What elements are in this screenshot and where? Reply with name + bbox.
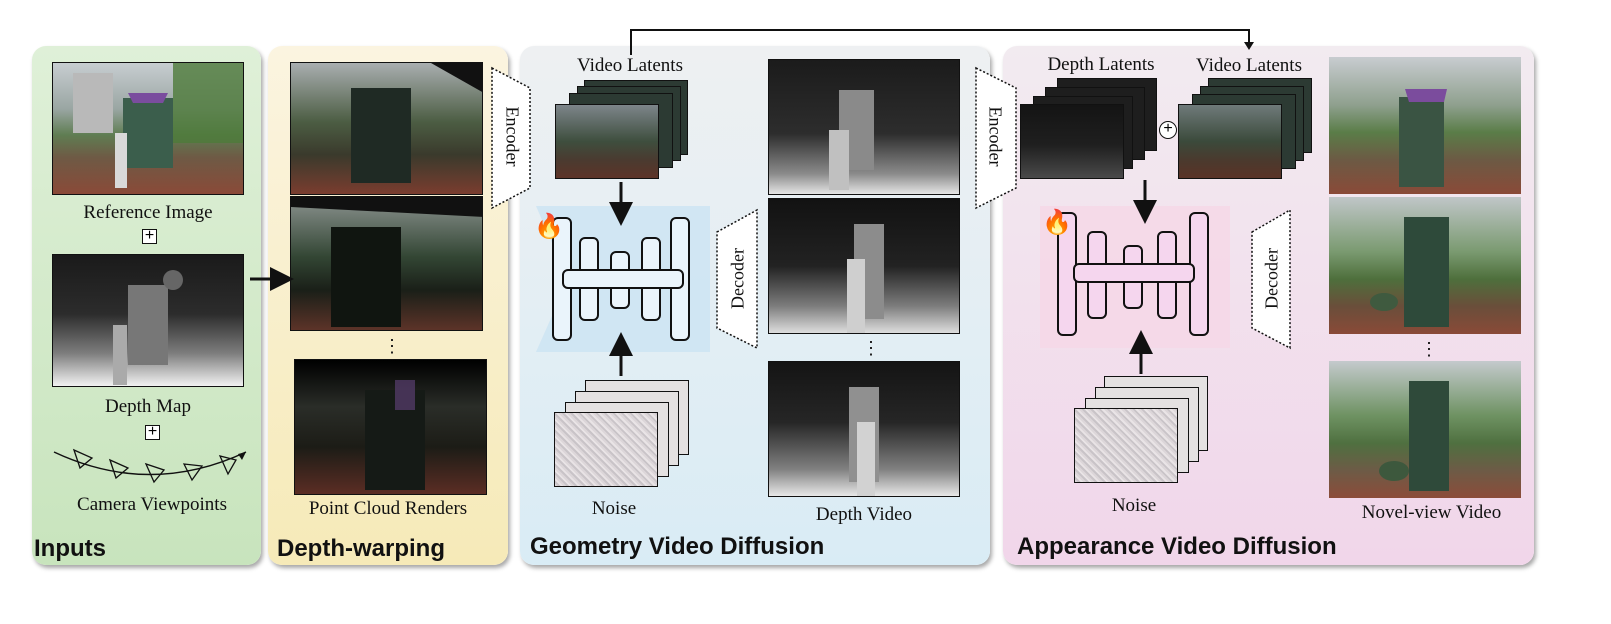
reference-image-caption: Reference Image [83, 202, 213, 223]
geometry-decoder-label: Decoder [727, 248, 748, 309]
point-cloud-graphic-3 [365, 380, 425, 490]
appearance-noise-label: Noise [1111, 495, 1157, 516]
geometry-decoder-block [716, 208, 758, 350]
latent-skip-connection [630, 29, 1250, 55]
point-cloud-render-2 [290, 196, 483, 331]
novel-view-graphic-2 [1370, 217, 1449, 327]
concat-plus-icon-2: + [145, 424, 160, 440]
camera-trajectory-icon [53, 448, 247, 484]
depth-video-silhouette-2 [847, 224, 884, 333]
concat-plus-icon: + [142, 228, 157, 244]
depth-warping-title: Depth-warping [277, 535, 445, 562]
inputs-title: Inputs [34, 535, 106, 562]
point-cloud-graphic-2 [291, 197, 482, 327]
geometry-video-latents-label: Video Latents [577, 55, 683, 76]
point-cloud-render-3 [294, 359, 487, 495]
novel-view-frame-3 [1329, 361, 1521, 498]
appearance-decoder-block [1251, 208, 1291, 350]
appearance-title: Appearance Video Diffusion [1017, 533, 1337, 560]
depth-video-silhouette-3 [849, 387, 879, 496]
novel-view-frame-1 [1329, 57, 1521, 194]
appearance-noise-frame-1 [1074, 408, 1178, 483]
geometry-encoder-block [491, 66, 531, 210]
novel-view-frame-2 [1329, 197, 1521, 334]
latent-concat-icon: + [1159, 121, 1177, 139]
depth-video-silhouette-1 [829, 90, 874, 190]
playground-scene-graphic [73, 63, 243, 188]
depth-video-frame-1 [768, 59, 960, 195]
geometry-title: Geometry Video Diffusion [530, 533, 825, 560]
geometry-noise-frame-1 [554, 412, 658, 487]
point-cloud-renders-caption: Point Cloud Renders [308, 498, 468, 519]
depth-map-image [52, 254, 244, 387]
appearance-trainable-fire-icon: 🔥 [1042, 210, 1072, 236]
appearance-latent-frame-1 [1178, 104, 1282, 179]
novel-view-video-caption: Novel-view Video [1361, 502, 1502, 523]
point-cloud-render-1 [290, 62, 483, 195]
camera-viewpoints-caption: Camera Viewpoints [77, 494, 227, 515]
appearance-video-latents-label: Video Latents [1196, 55, 1302, 76]
appearance-encoder-label: Encoder [985, 106, 1006, 167]
depth-latent-frame-1 [1020, 104, 1124, 179]
appearance-decoder-label: Decoder [1261, 248, 1282, 309]
novel-view-graphic-3 [1379, 381, 1449, 491]
appearance-unet [1057, 212, 1209, 336]
geometry-trainable-fire-icon: 🔥 [534, 214, 564, 240]
geometry-noise-label: Noise [591, 498, 637, 519]
depth-video-frame-2 [768, 198, 960, 334]
novel-view-graphic-1 [1399, 89, 1447, 187]
geometry-latent-frame-1 [555, 104, 659, 179]
point-cloud-graphic-1 [351, 63, 482, 183]
depth-video-caption: Depth Video [815, 504, 913, 525]
geometry-unet [552, 217, 690, 341]
depth-latents-label: Depth Latents [1047, 54, 1155, 75]
appearance-encoder-block [975, 66, 1017, 210]
depth-video-frame-3 [768, 361, 960, 497]
reference-image [52, 62, 244, 195]
depth-map-caption: Depth Map [104, 396, 191, 417]
depth-silhouette-graphic [113, 270, 183, 385]
geometry-encoder-label: Encoder [502, 106, 523, 167]
